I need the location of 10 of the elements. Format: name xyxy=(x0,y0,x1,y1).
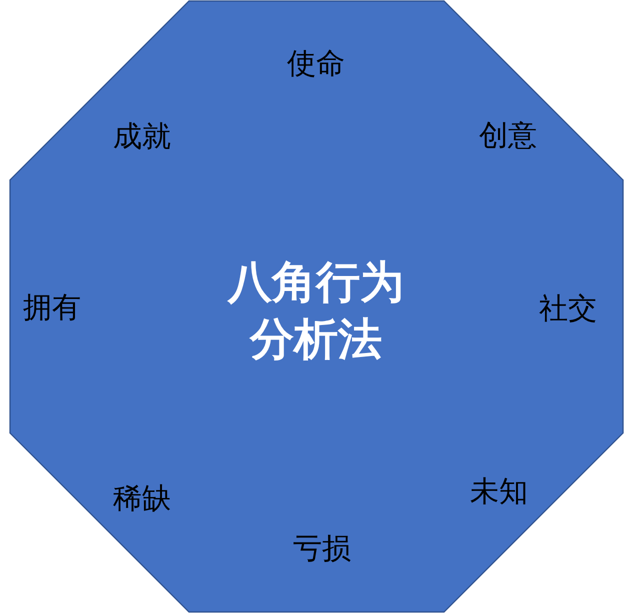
corner-label: 未知 xyxy=(470,474,528,508)
corner-label: 稀缺 xyxy=(113,481,171,515)
corner-label: 创意 xyxy=(479,118,537,152)
corner-label: 社交 xyxy=(539,291,597,325)
corner-label: 亏损 xyxy=(293,531,351,565)
corner-label: 成就 xyxy=(113,119,171,153)
center-title: 八角行为分析法 xyxy=(226,256,405,367)
corner-label: 使命 xyxy=(287,46,345,80)
corner-label: 拥有 xyxy=(23,290,81,324)
octagon xyxy=(10,1,623,612)
